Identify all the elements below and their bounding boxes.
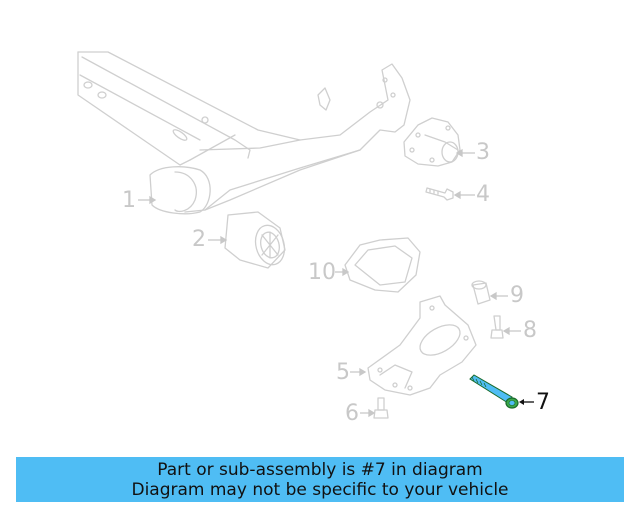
bolt-part-4 xyxy=(425,187,454,201)
callout-2[interactable]: 2 xyxy=(192,227,206,252)
bolt-part-6 xyxy=(373,397,389,419)
callout-5[interactable]: 5 xyxy=(336,360,350,385)
callout-10[interactable]: 10 xyxy=(308,260,336,285)
banner-part-notice: Part or sub-assembly is #7 in diagram xyxy=(157,459,483,480)
pad-part-10 xyxy=(344,237,421,293)
info-banner: Part or sub-assembly is #7 in diagram Di… xyxy=(16,457,624,502)
bolt-part-7-highlighted[interactable] xyxy=(469,374,534,409)
banner-disclaimer: Diagram may not be specific to your vehi… xyxy=(131,479,509,500)
bushing-part-9 xyxy=(471,280,491,305)
parts-diagram: 1 2 3 4 5 6 7 8 9 10 xyxy=(77,51,550,426)
callout-4[interactable]: 4 xyxy=(476,182,490,207)
callout-8[interactable]: 8 xyxy=(523,318,537,343)
callout-3[interactable]: 3 xyxy=(476,140,490,165)
hub-part-3 xyxy=(403,117,461,167)
callout-7[interactable]: 7 xyxy=(536,390,550,415)
diagram-drawing xyxy=(77,51,534,419)
callout-1[interactable]: 1 xyxy=(122,188,136,213)
bracket-part-5 xyxy=(367,295,477,396)
bolt-part-8 xyxy=(490,315,504,339)
axle-beam-part-1 xyxy=(77,51,411,215)
callout-6[interactable]: 6 xyxy=(345,401,359,426)
callout-9[interactable]: 9 xyxy=(510,283,524,308)
bushing-part-2 xyxy=(224,211,286,269)
